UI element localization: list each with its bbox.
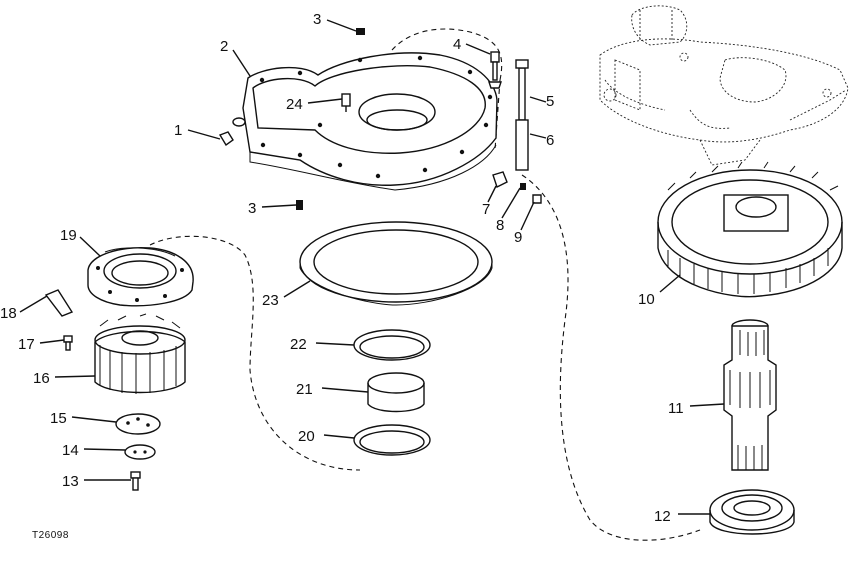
roller-bearing [709, 489, 795, 535]
callout-17: 17 [18, 336, 35, 353]
pinion-shaft [723, 319, 777, 471]
spur-gear [94, 313, 186, 394]
small-screw [63, 335, 73, 351]
ghost-housing [599, 5, 849, 166]
callout-23: 23 [262, 292, 279, 309]
callout-14: 14 [62, 442, 79, 459]
callout-labels: 1 2 3 3 4 5 6 7 8 9 10 11 12 13 14 15 16… [0, 11, 684, 525]
small-fasteners [218, 28, 365, 210]
callout-3-bottom: 3 [248, 200, 256, 217]
callout-7: 7 [482, 201, 490, 218]
callout-2: 2 [220, 38, 228, 55]
rings-stack [353, 329, 431, 456]
callout-1: 1 [174, 122, 182, 139]
callout-12: 12 [654, 508, 671, 525]
leader-lines [19, 19, 725, 515]
callout-16: 16 [33, 370, 50, 387]
thrust-washer [299, 221, 493, 306]
callout-11: 11 [668, 400, 684, 417]
callout-9: 9 [514, 229, 522, 246]
callout-15: 15 [50, 410, 67, 427]
callout-5: 5 [546, 93, 554, 110]
callout-18: 18 [0, 305, 17, 322]
lock-plates-and-bolt [115, 413, 161, 491]
callout-22: 22 [290, 336, 307, 353]
callout-19: 19 [60, 227, 77, 244]
ring-gear [657, 161, 843, 298]
callout-4: 4 [453, 36, 461, 53]
callout-8: 8 [496, 217, 504, 234]
callout-6: 6 [546, 132, 554, 149]
callout-20: 20 [298, 428, 315, 445]
callout-21: 21 [296, 381, 313, 398]
retainer-plate [87, 247, 194, 307]
bolts-and-pins [488, 51, 542, 204]
housing-plate [242, 52, 498, 191]
figure-id: T26098 [32, 530, 69, 541]
callout-24: 24 [286, 96, 303, 113]
callout-3-top: 3 [313, 11, 321, 28]
callout-13: 13 [62, 473, 79, 490]
callout-10: 10 [638, 291, 655, 308]
lock-clip [44, 289, 74, 317]
